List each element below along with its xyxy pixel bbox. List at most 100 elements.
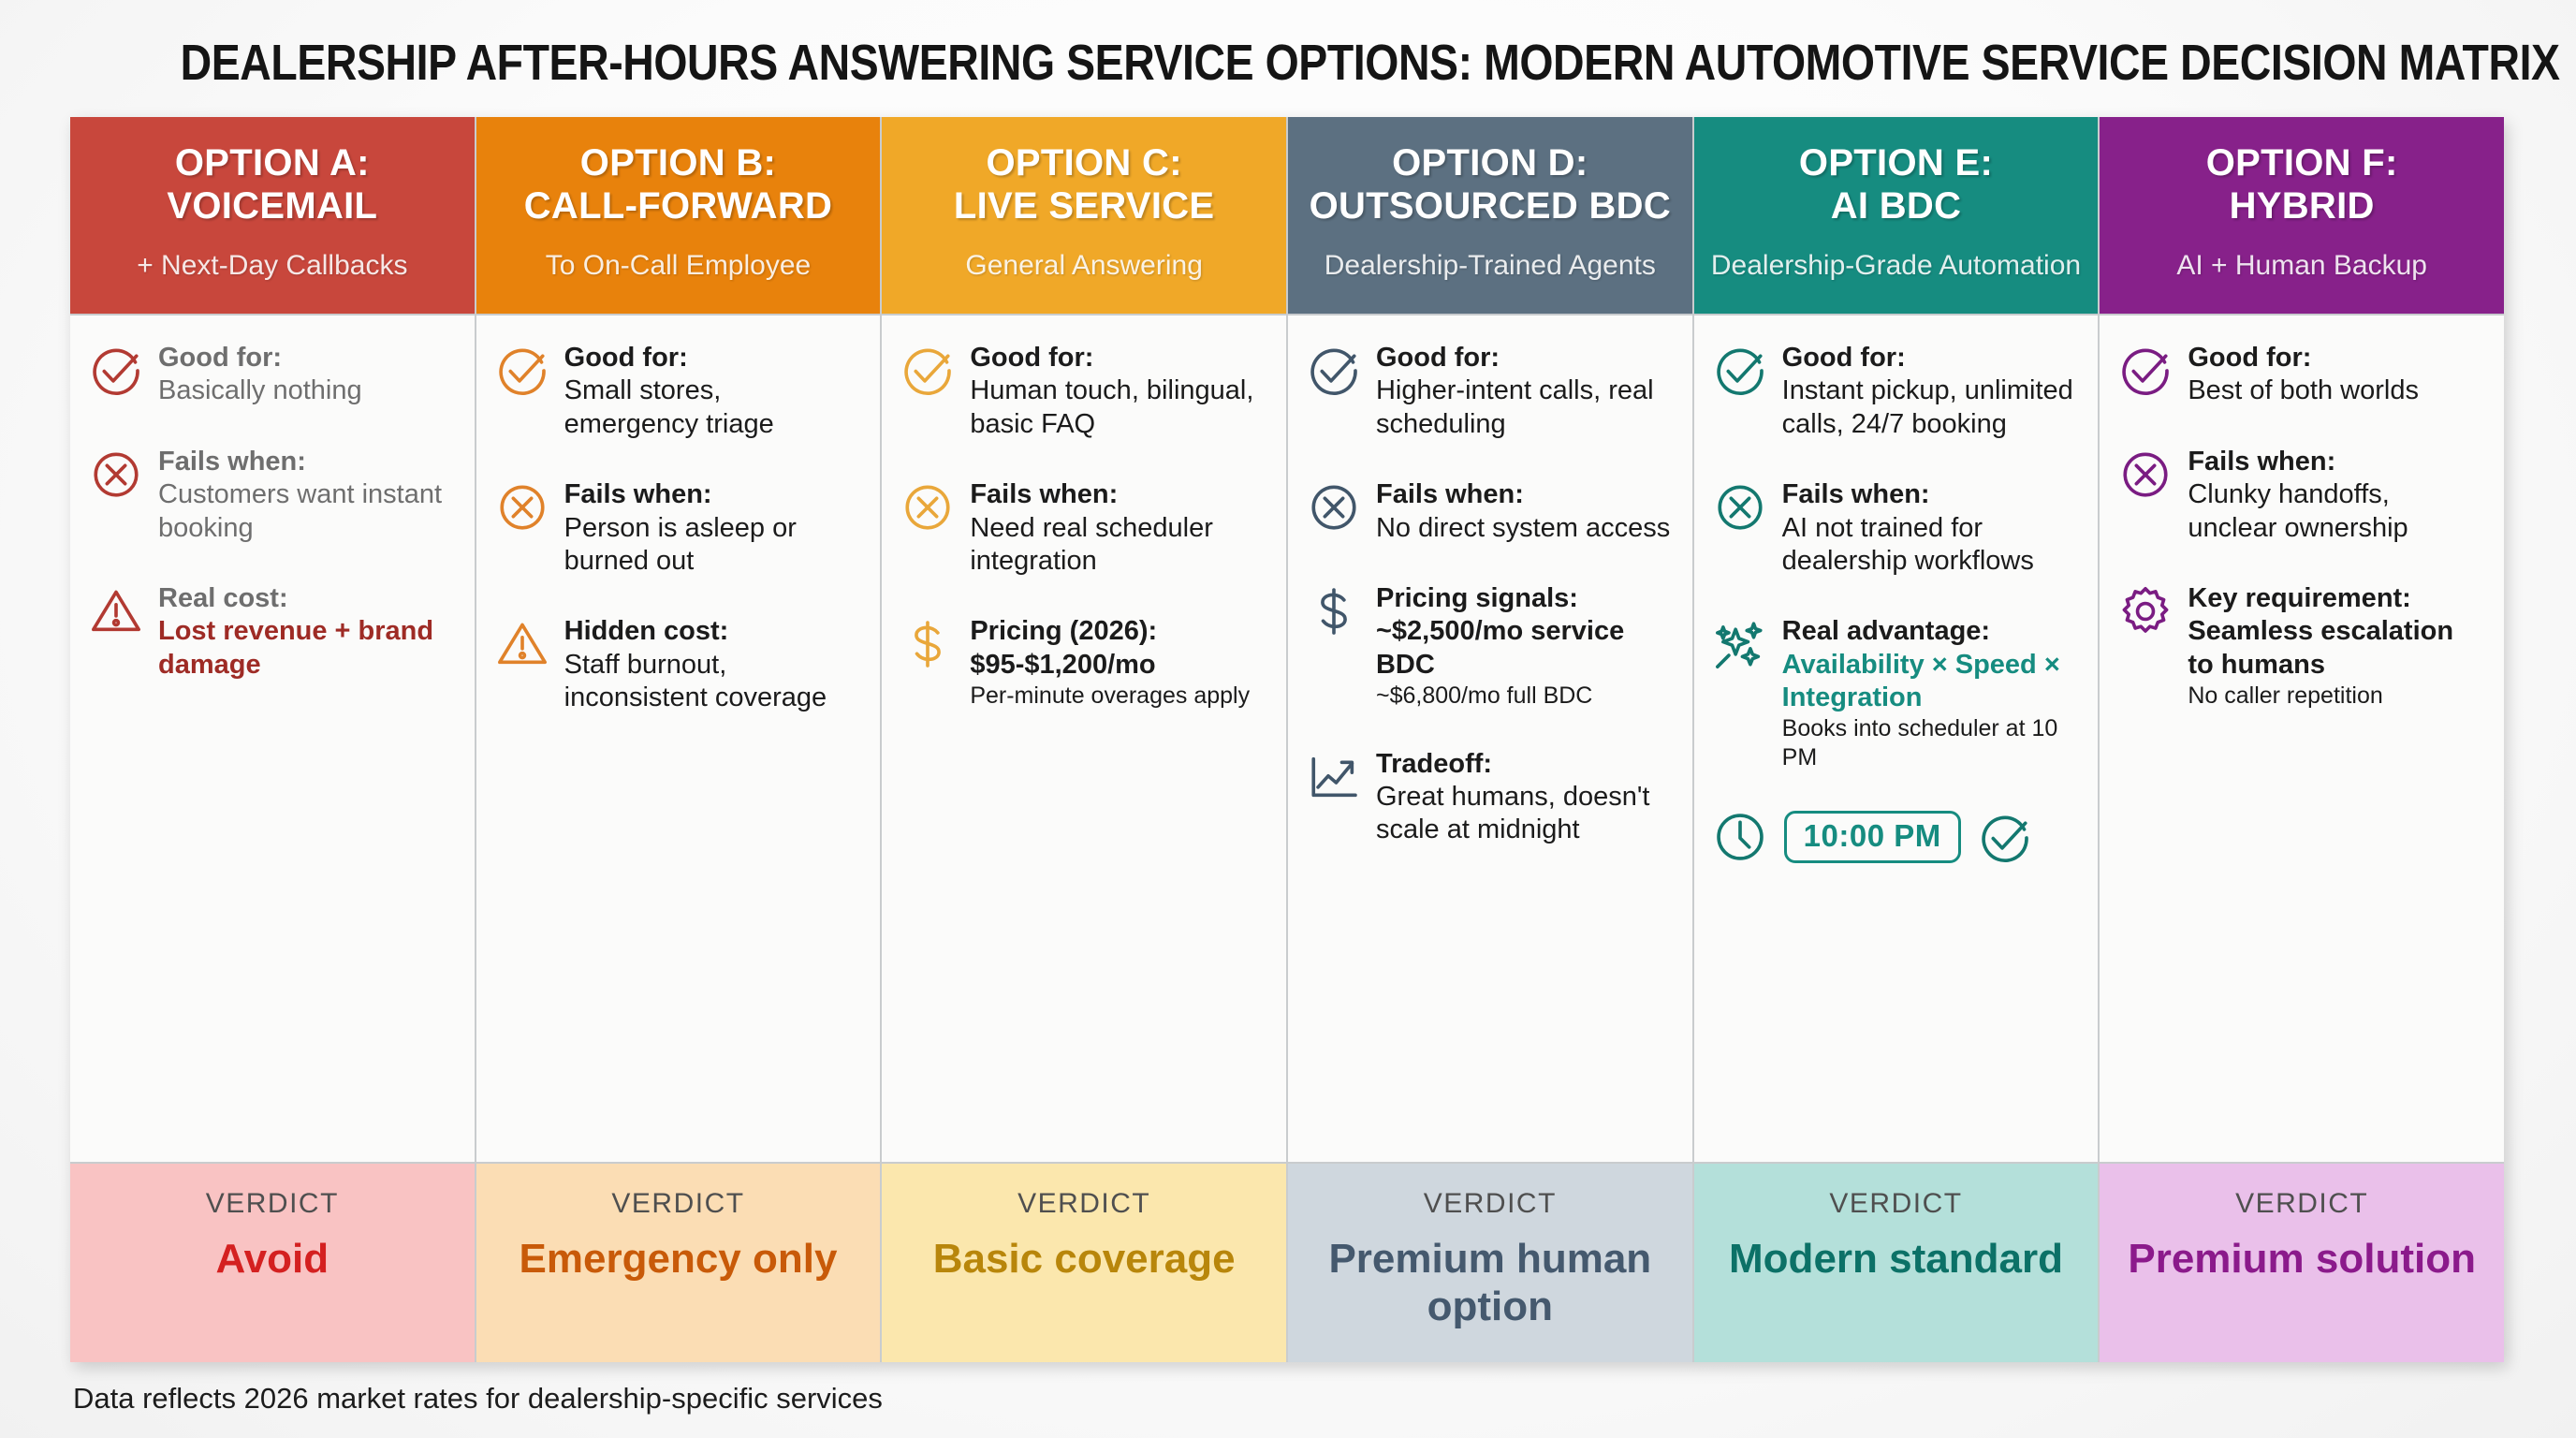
header-option-line1: OPTION A: (174, 142, 370, 183)
verdict-value: Emergency only (519, 1235, 838, 1282)
feature-text: Good for:Human touch, bilingual, basic F… (970, 342, 1267, 441)
feature-value: Instant pickup, unlimited calls, 24/7 bo… (1781, 375, 2073, 439)
clock-status-row: 10:00 PM (1713, 809, 2080, 865)
feature-value: Small stores, emergency triage (564, 375, 774, 439)
feature-label: Real cost: (158, 582, 288, 613)
feature-value: Best of both worlds (2188, 375, 2419, 406)
feature-text: Real advantage:Availability × Speed × In… (1782, 615, 2080, 771)
feature-label: Fails when: (158, 446, 306, 477)
header-option-a: OPTION A:VOICEMAIL+ Next-Day Callbacks (70, 117, 475, 314)
header-subtitle: To On-Call Employee (545, 249, 812, 281)
verdict-value: Premium human option (1328, 1235, 1652, 1329)
footer-note: Data reflects 2026 market rates for deal… (73, 1382, 883, 1415)
feature-label: Fails when: (1781, 479, 1930, 510)
feature-text: Hidden cost:Staff burnout, inconsistent … (564, 615, 862, 714)
warning-triangle-icon (89, 584, 143, 638)
x-circle-icon (495, 480, 549, 535)
check-circle-icon (1978, 811, 2032, 865)
check-circle-icon (1307, 344, 1361, 398)
feature-item: Fails when:Customers want instant bookin… (89, 446, 456, 545)
header-option-line1: OPTION E: (1798, 142, 1994, 183)
feature-label: Pricing signals: (1375, 582, 1578, 613)
feature-label: Fails when: (2188, 446, 2336, 477)
feature-text: Fails when:Clunky handoffs, unclear owne… (2188, 446, 2485, 545)
x-circle-icon (900, 480, 955, 535)
feature-item: Good for:Best of both worlds (2118, 342, 2485, 408)
feature-text: Good for:Basically nothing (158, 342, 456, 408)
feature-value: Human touch, bilingual, basic FAQ (970, 375, 1254, 439)
x-circle-icon (1718, 485, 1763, 530)
feature-label: Key requirement: (2188, 582, 2411, 613)
header-option-line1: OPTION F: (2205, 142, 2398, 183)
header-title: OPTION A:VOICEMAIL (167, 141, 377, 228)
header-subtitle: Dealership-Grade Automation (1710, 249, 2082, 281)
check-circle-icon (1717, 348, 1764, 395)
page-title: DEALERSHIP AFTER-HOURS ANSWERING SERVICE… (180, 35, 2560, 91)
x-circle-icon (89, 448, 143, 502)
feature-value: Higher-intent calls, real scheduling (1375, 375, 1654, 439)
sparkles-icon (1715, 622, 1763, 669)
header-subtitle: General Answering (965, 249, 1203, 281)
body-option-c: Good for:Human touch, bilingual, basic F… (882, 315, 1286, 1162)
feature-item: Fails when:AI not trained for dealership… (1713, 478, 2080, 578)
verdict-value: Basic coverage (932, 1235, 1236, 1282)
verdict-label: VERDICT (611, 1187, 745, 1219)
header-option-line1: OPTION D: (1392, 142, 1588, 183)
feature-text: Pricing signals:~$2,500/mo service BDC~$… (1376, 582, 1674, 711)
feature-value: Availability × Speed × Integration (1781, 649, 2060, 712)
check-circle-icon (2118, 344, 2173, 398)
header-subtitle: Dealership-Trained Agents (1324, 249, 1656, 281)
feature-text: Good for:Higher-intent calls, real sched… (1376, 342, 1674, 441)
feature-item: Fails when:Clunky handoffs, unclear owne… (2118, 446, 2485, 545)
feature-item: Good for:Small stores, emergency triage (495, 342, 862, 441)
feature-text: Good for:Best of both worlds (2188, 342, 2485, 408)
header-option-line1: OPTION B: (579, 142, 777, 183)
header-subtitle: AI + Human Backup (2176, 249, 2427, 281)
header-option-line2: LIVE SERVICE (953, 185, 1215, 227)
x-circle-icon (1307, 480, 1361, 535)
feature-value: Great humans, doesn't scale at midnight (1375, 781, 1650, 845)
body-option-d: Good for:Higher-intent calls, real sched… (1287, 315, 1692, 1162)
feature-label: Good for: (158, 343, 283, 373)
feature-item: Pricing signals:~$2,500/mo service BDC~$… (1307, 582, 1674, 711)
verdict-value: Premium solution (2128, 1235, 2476, 1282)
feature-label: Hidden cost: (564, 616, 729, 647)
feature-label: Good for: (1781, 343, 1906, 373)
feature-item: Hidden cost:Staff burnout, inconsistent … (495, 615, 862, 714)
feature-text: Good for:Small stores, emergency triage (564, 342, 862, 441)
feature-note: No caller repetition (2188, 682, 2383, 709)
clock-icon (1716, 814, 1764, 861)
warning-triangle-icon (92, 590, 140, 632)
warning-triangle-icon (495, 617, 549, 671)
dollar-icon (915, 621, 942, 668)
header-option-line2: VOICEMAIL (167, 185, 378, 227)
feature-label: Good for: (1375, 343, 1500, 373)
feature-value: ~$2,500/mo service BDC (1375, 616, 1625, 680)
feature-label: Good for: (564, 343, 688, 373)
feature-text: Fails when:Need real scheduler integrati… (970, 478, 1267, 578)
feature-label: Real advantage: (1781, 616, 1991, 647)
warning-triangle-icon (497, 623, 547, 665)
header-option-line2: CALL-FORWARD (523, 185, 833, 227)
verdict-label: VERDICT (2235, 1187, 2369, 1219)
feature-value: Person is asleep or burned out (564, 512, 797, 576)
header-option-line1: OPTION C: (986, 142, 1182, 183)
check-circle-icon (904, 348, 952, 395)
feature-text: Fails when:Customers want instant bookin… (158, 446, 456, 545)
x-circle-icon (1713, 480, 1767, 535)
feature-item: Fails when:Need real scheduler integrati… (900, 478, 1267, 578)
verdict-label: VERDICT (205, 1187, 339, 1219)
check-circle-icon (900, 344, 955, 398)
check-circle-icon (499, 348, 546, 395)
feature-item: Good for:Instant pickup, unlimited calls… (1713, 342, 2080, 441)
feature-label: Fails when: (970, 479, 1119, 510)
feature-item: Real advantage:Availability × Speed × In… (1713, 615, 2080, 771)
